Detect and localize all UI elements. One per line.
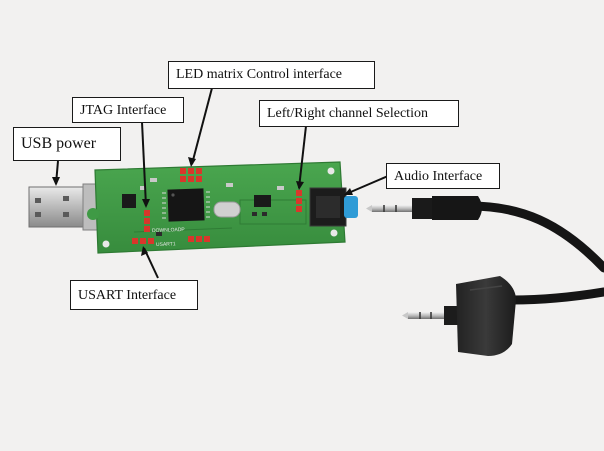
- splitter-plug: [402, 276, 516, 356]
- splitter-cable: [507, 287, 604, 305]
- callout-usart-interface: USART Interface: [70, 280, 198, 310]
- silkscreen-usart: USART1: [156, 241, 176, 248]
- callout-jtag-interface: JTAG Interface: [72, 97, 184, 123]
- audio-jack: [309, 187, 358, 227]
- callout-left-right-channel-selection: Left/Right channel Selection: [259, 100, 459, 127]
- usart-header-pins: [132, 236, 210, 244]
- silkscreen-download: DOWNLOADP: [152, 227, 186, 234]
- callout-audio-interface: Audio Interface: [386, 163, 500, 189]
- audio-cable: [465, 201, 604, 273]
- channel-leader: [298, 125, 307, 189]
- audio-leader: [345, 175, 389, 195]
- pcb-board: DOWNLOADP USART1: [87, 161, 346, 254]
- led-matrix-header-pins: [180, 168, 202, 182]
- led-matrix-leader: [191, 87, 213, 165]
- callout-usb-power: USB power: [13, 127, 121, 161]
- usb-connector: [28, 183, 98, 231]
- jtag-leader: [141, 121, 147, 207]
- callout-led-matrix-control-interface: LED matrix Control interface: [168, 61, 375, 89]
- channel-select-header-pins: [296, 190, 302, 212]
- audio-plug: [366, 196, 482, 220]
- jtag-header-pins: [144, 210, 150, 232]
